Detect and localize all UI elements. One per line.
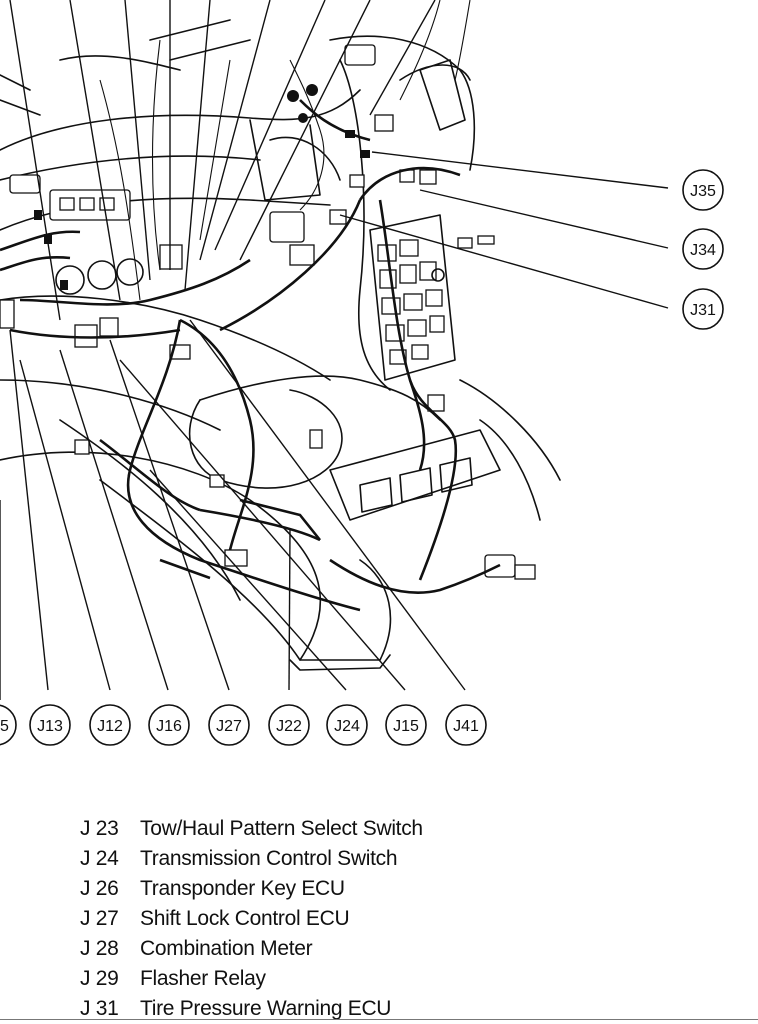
legend-code: J 27 <box>80 907 119 930</box>
svg-text:J31: J31 <box>690 302 716 319</box>
legend-name: Combination Meter <box>140 937 313 960</box>
legend-row: J 23 Tow/Haul Pattern Select Switch <box>80 814 720 844</box>
callout-J16: J16 <box>148 704 190 746</box>
legend-code: J 23 <box>80 817 119 840</box>
callouts-right: J35 J34 J31 <box>682 169 724 330</box>
legend-name: Shift Lock Control ECU <box>140 907 350 930</box>
callout-J24: J24 <box>326 704 368 746</box>
callout-J22: J22 <box>268 704 310 746</box>
legend-code: J 28 <box>80 937 119 960</box>
svg-text:J27: J27 <box>216 718 242 735</box>
legend-name: Flasher Relay <box>140 967 266 990</box>
callout-J41: J41 <box>445 704 487 746</box>
center-console <box>59 379 561 671</box>
callout-J27: J27 <box>208 704 250 746</box>
callout-J34: J34 <box>682 228 724 270</box>
svg-text:J22: J22 <box>276 718 302 735</box>
legend-name: Tire Pressure Warning ECU <box>140 997 392 1020</box>
callouts-bottom: J25 J13 J12 J16 J27 J22 J24 J15 <box>0 704 487 746</box>
junction-block <box>369 214 536 580</box>
svg-text:J35: J35 <box>690 183 716 200</box>
legend-code: J 29 <box>80 967 119 990</box>
page-bottom-rule <box>0 1019 758 1020</box>
wire-harness <box>0 0 501 612</box>
legend-row: J 24 Transmission Control Switch <box>80 844 720 874</box>
legend-row: J 28 Combination Meter <box>80 934 720 964</box>
callout-J25-clipped: J25 <box>0 704 17 746</box>
svg-text:J24: J24 <box>334 718 360 735</box>
legend-row: J 31 Tire Pressure Warning ECU <box>80 994 720 1024</box>
svg-text:J34: J34 <box>690 242 716 259</box>
svg-text:J41: J41 <box>453 718 479 735</box>
svg-text:J12: J12 <box>97 718 123 735</box>
legend-name: Transmission Control Switch <box>140 847 398 870</box>
connector-legend: J 23 Tow/Haul Pattern Select Switch J 24… <box>80 814 720 1024</box>
legend-name: Transponder Key ECU <box>140 877 345 900</box>
legend-code: J 24 <box>80 847 119 870</box>
callout-J31: J31 <box>682 288 724 330</box>
instrument-panel <box>0 44 437 567</box>
legend-name: Tow/Haul Pattern Select Switch <box>140 817 423 840</box>
svg-text:J16: J16 <box>156 718 182 735</box>
legend-code: J 26 <box>80 877 119 900</box>
legend-row: J 26 Transponder Key ECU <box>80 874 720 904</box>
svg-text:J13: J13 <box>37 718 63 735</box>
leader-lines <box>0 0 669 700</box>
legend-code: J 31 <box>80 997 119 1020</box>
svg-text:J15: J15 <box>393 718 419 735</box>
legend-row: J 29 Flasher Relay <box>80 964 720 994</box>
callout-J15: J15 <box>385 704 427 746</box>
legend-row: J 27 Shift Lock Control ECU <box>80 904 720 934</box>
svg-text:J25: J25 <box>0 718 9 735</box>
callout-J13: J13 <box>29 704 71 746</box>
callout-J12: J12 <box>89 704 131 746</box>
wiring-diagram: J35 J34 J31 J25 J13 J12 J16 J <box>0 0 724 746</box>
callout-J35: J35 <box>682 169 724 211</box>
